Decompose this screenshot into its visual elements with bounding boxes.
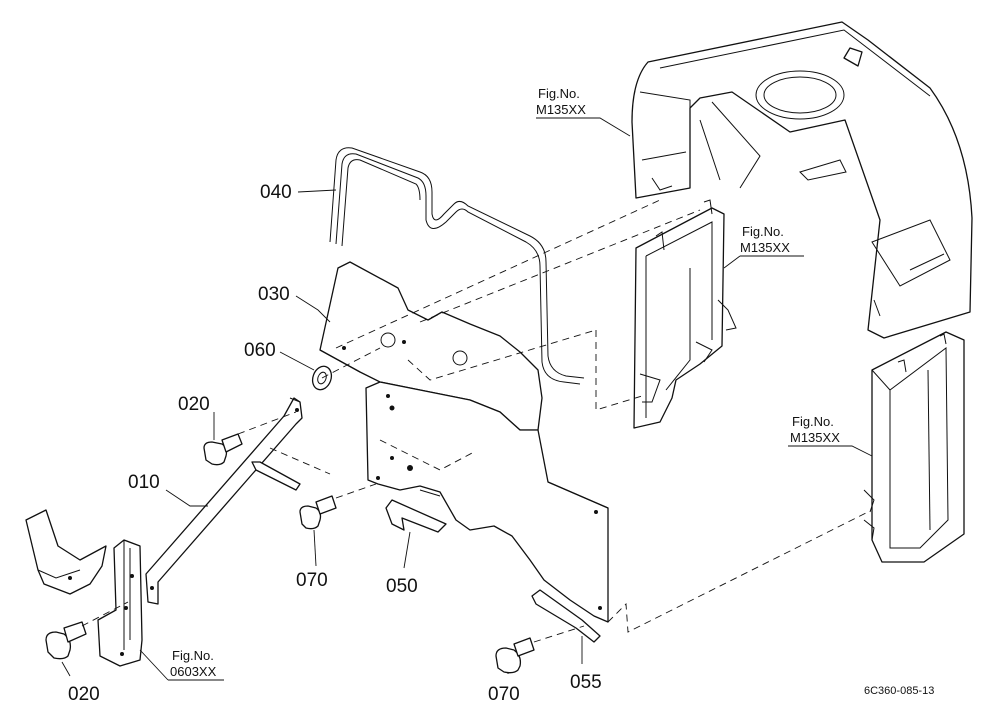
fig-ref-label-3: Fig.No. xyxy=(792,414,834,429)
fig-ref-label-4: Fig.No. xyxy=(172,648,214,663)
part-label-010: 010 xyxy=(128,472,160,493)
figure-references: Fig.No. M135XX Fig.No. M135XX Fig.No. M1… xyxy=(170,86,840,679)
fig-ref-label-2: Fig.No. xyxy=(742,224,784,239)
part-label-060: 060 xyxy=(244,340,276,361)
fig-ref-code-1: M135XX xyxy=(536,102,586,117)
bonnet-assembly xyxy=(631,21,973,339)
part-label-055: 055 xyxy=(570,672,602,693)
part-label-070-lower: 070 xyxy=(488,684,520,705)
drawing-code: 6C360-085-13 xyxy=(864,685,934,697)
part-label-040: 040 xyxy=(260,182,292,203)
side-frame xyxy=(633,199,737,429)
part-label-030: 030 xyxy=(258,284,290,305)
clip-055 xyxy=(531,589,601,643)
clip-050 xyxy=(385,499,447,533)
part-label-020-lower: 020 xyxy=(68,684,100,705)
phantom-lines xyxy=(81,199,869,643)
lower-bracket xyxy=(25,509,143,667)
part-numbers: 040 030 060 020 010 070 050 020 070 055 xyxy=(68,182,602,705)
bolt-020-lower xyxy=(45,621,87,660)
bolt-070-lower xyxy=(495,637,535,674)
bolt-020-upper xyxy=(203,433,243,466)
rod-010 xyxy=(145,397,303,605)
bolt-070-middle xyxy=(299,495,337,530)
side-panel xyxy=(863,331,965,563)
fig-ref-code-4: 0603XX xyxy=(170,664,217,679)
fig-ref-code-2: M135XX xyxy=(740,240,790,255)
leader-lines xyxy=(61,117,873,681)
fig-ref-code-3: M135XX xyxy=(790,430,840,445)
part-label-070-middle: 070 xyxy=(296,570,328,591)
part-label-050: 050 xyxy=(386,576,418,597)
fig-ref-label-1: Fig.No. xyxy=(538,86,580,101)
part-label-020-upper: 020 xyxy=(178,394,210,415)
main-plate xyxy=(365,381,609,623)
